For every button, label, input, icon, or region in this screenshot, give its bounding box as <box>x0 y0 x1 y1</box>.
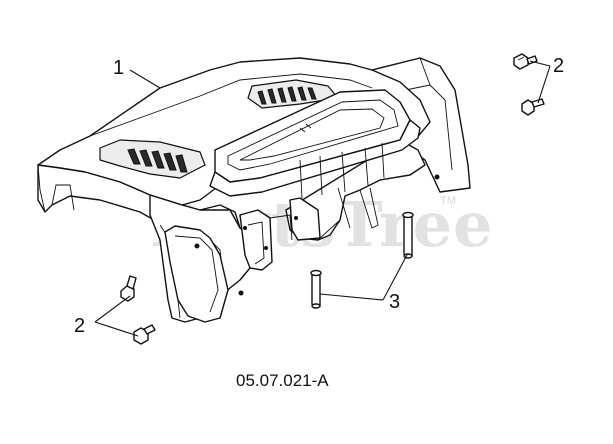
bolt-top-right-lower <box>521 98 545 116</box>
callout-part-2-bottom: 2 <box>74 315 85 337</box>
callout-part-1: 1 <box>113 57 124 79</box>
front-grille-vents <box>127 148 188 173</box>
bolt-bottom-left-upper <box>120 275 137 302</box>
diagram-reference-code: 05.07.021-A <box>236 371 329 390</box>
watermark-trademark: TM <box>440 195 456 207</box>
hood-housing <box>37 57 471 323</box>
pin-lower <box>310 269 322 309</box>
hood-front-grille <box>99 139 206 179</box>
pin-upper <box>402 211 414 259</box>
callout-part-2-top: 2 <box>553 55 564 77</box>
top-grille-vents <box>257 86 317 105</box>
bolt-top-right-upper <box>513 53 538 70</box>
bolt-bottom-left-lower <box>133 324 156 345</box>
callout-part-3: 3 <box>389 291 400 313</box>
leader-lines <box>94 60 551 337</box>
